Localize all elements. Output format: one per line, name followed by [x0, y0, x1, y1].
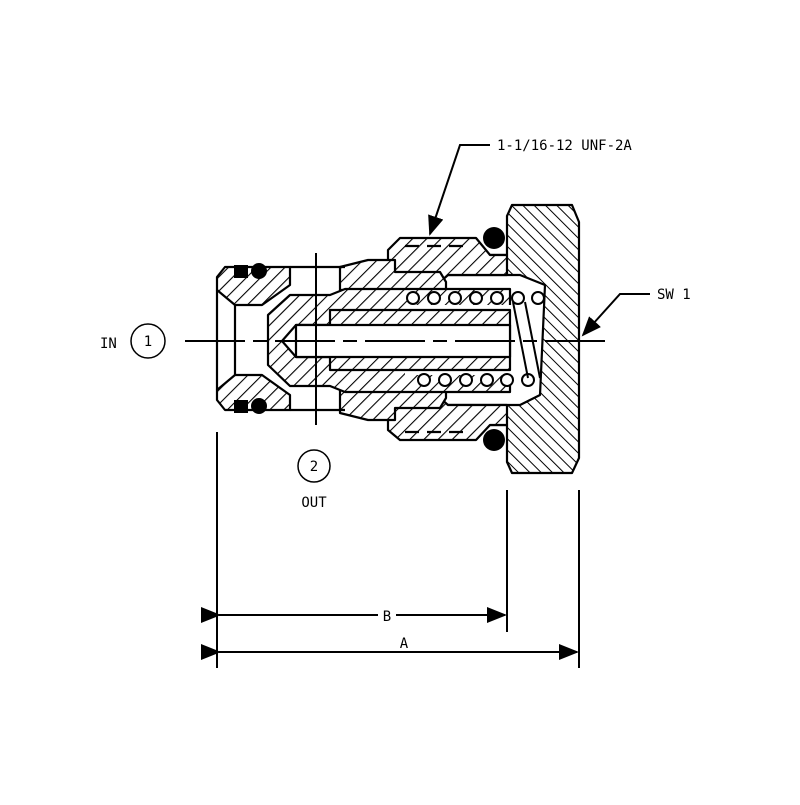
- o-ring-inlet-bottom: [251, 398, 267, 414]
- dim-b-gap: [378, 606, 396, 624]
- inlet-label: IN: [100, 336, 117, 352]
- inlet-port-circle: [130, 323, 166, 359]
- inlet-port-number: 1: [144, 334, 152, 350]
- wrench-size-label: SW 1: [657, 287, 691, 303]
- o-rings: [234, 227, 505, 451]
- outlet-label: OUT: [301, 495, 327, 511]
- backup-ring-bottom: [234, 400, 248, 413]
- outlet-port-circle: [297, 449, 331, 483]
- spring: [406, 291, 545, 387]
- thread-leader: [428, 144, 490, 236]
- o-ring-bottom: [483, 429, 505, 451]
- o-ring-top: [483, 227, 505, 249]
- wrench-leader: [581, 293, 650, 337]
- outlet-port-number: 2: [310, 459, 318, 475]
- thread-spec-label: 1-1/16-12 UNF-2A: [497, 138, 632, 154]
- dimension-b-label: B: [383, 609, 391, 625]
- backup-ring-top: [234, 265, 248, 278]
- dimension-a-label: A: [400, 636, 409, 652]
- o-ring-inlet-top: [251, 263, 267, 279]
